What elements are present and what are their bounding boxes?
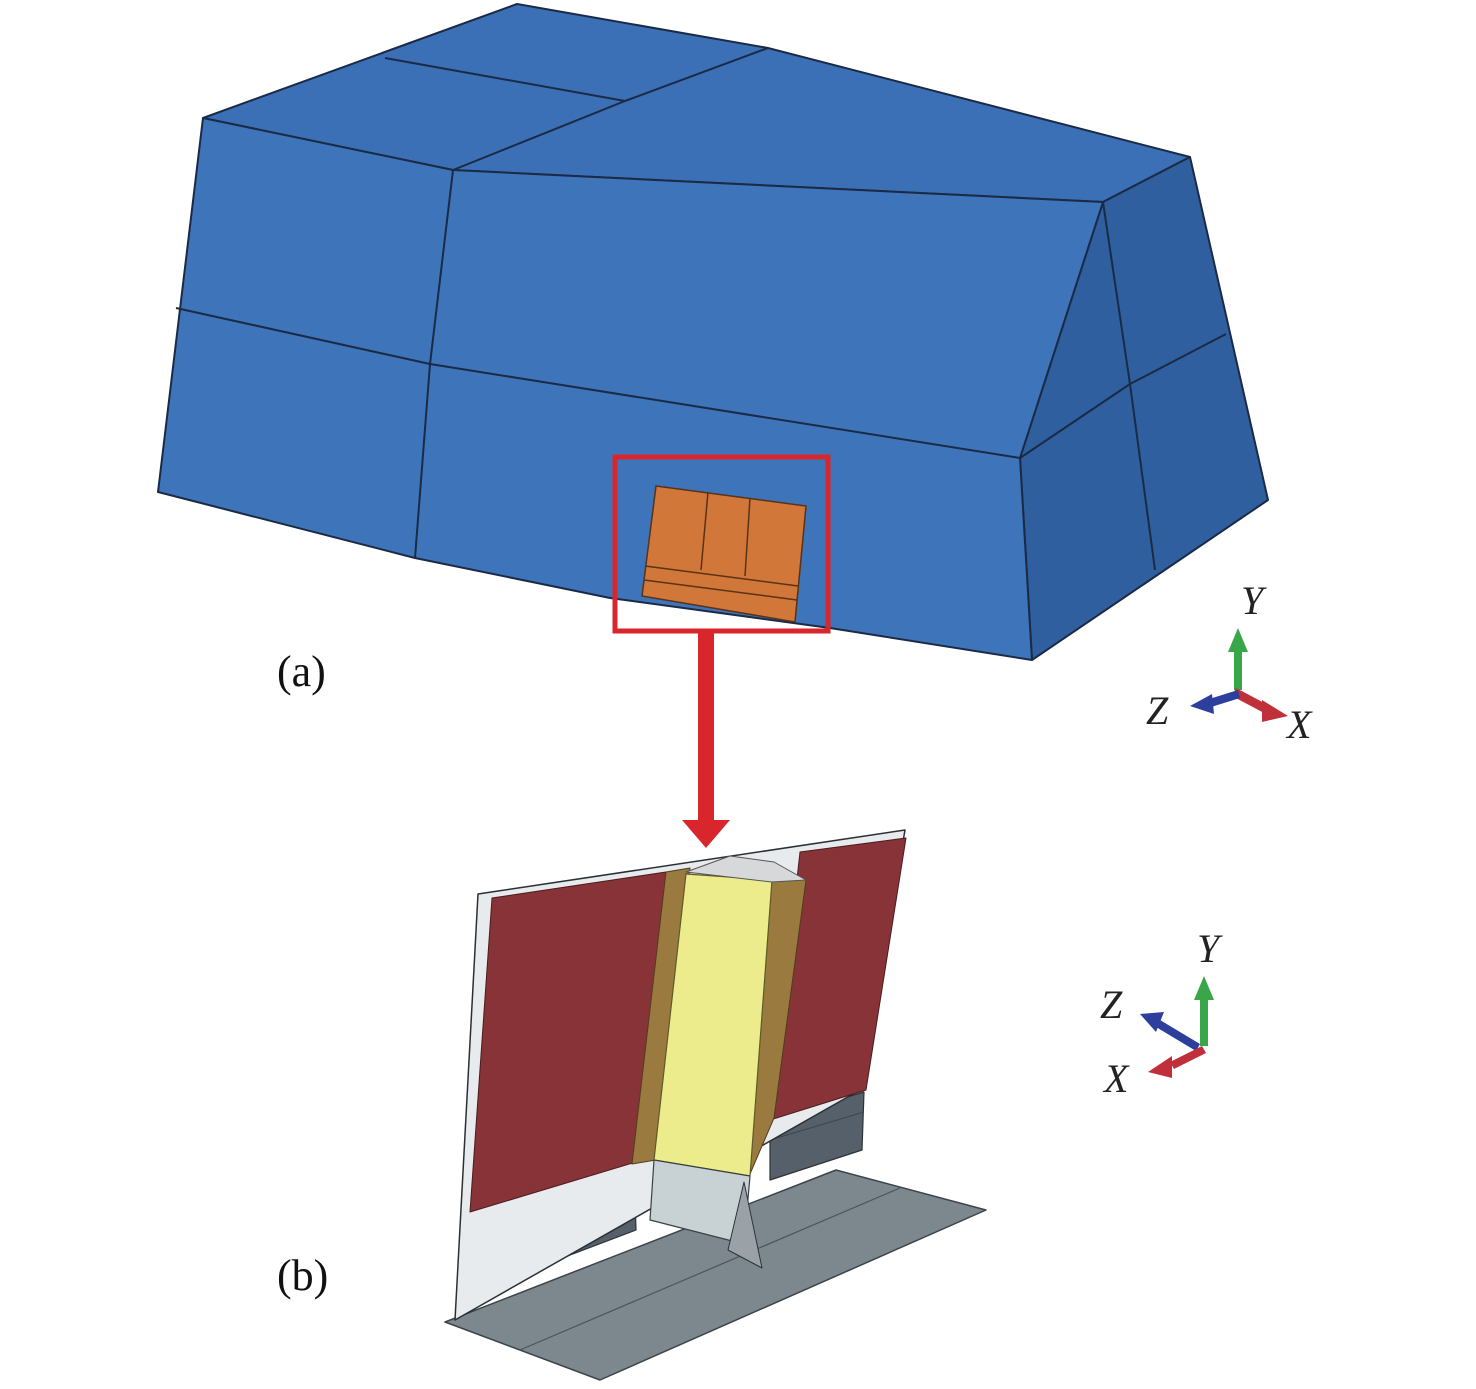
axis-x-arrow-a	[1232, 688, 1288, 722]
axis-triad-a: Y Z X	[1146, 578, 1313, 747]
zoom-arrow	[682, 631, 730, 848]
axis-z-arrow-a	[1190, 690, 1240, 714]
panel-label-a: (a)	[277, 647, 326, 696]
axis-triad-b: Y Z X	[1100, 926, 1223, 1101]
axis-x-arrow-b	[1148, 1046, 1206, 1078]
axis-x-label-b: X	[1102, 1056, 1130, 1101]
highlight-box	[612, 454, 831, 634]
axis-y-arrow-a	[1228, 628, 1248, 690]
axis-z-label-a: Z	[1146, 688, 1169, 733]
axis-y-label-a: Y	[1241, 578, 1267, 623]
axis-y-label-b: Y	[1197, 926, 1223, 971]
specimen-detail	[444, 829, 987, 1381]
column-cap	[685, 855, 807, 883]
axis-y-arrow-b	[1194, 976, 1214, 1046]
specimen-inset	[641, 485, 807, 623]
block-front-face	[157, 117, 1104, 661]
axis-z-arrow-b	[1140, 1012, 1200, 1051]
axis-z-label-b: Z	[1100, 982, 1123, 1027]
panel-label-b: (b)	[277, 1251, 328, 1300]
axis-x-label-a: X	[1285, 702, 1313, 747]
block-model	[157, 3, 1269, 661]
